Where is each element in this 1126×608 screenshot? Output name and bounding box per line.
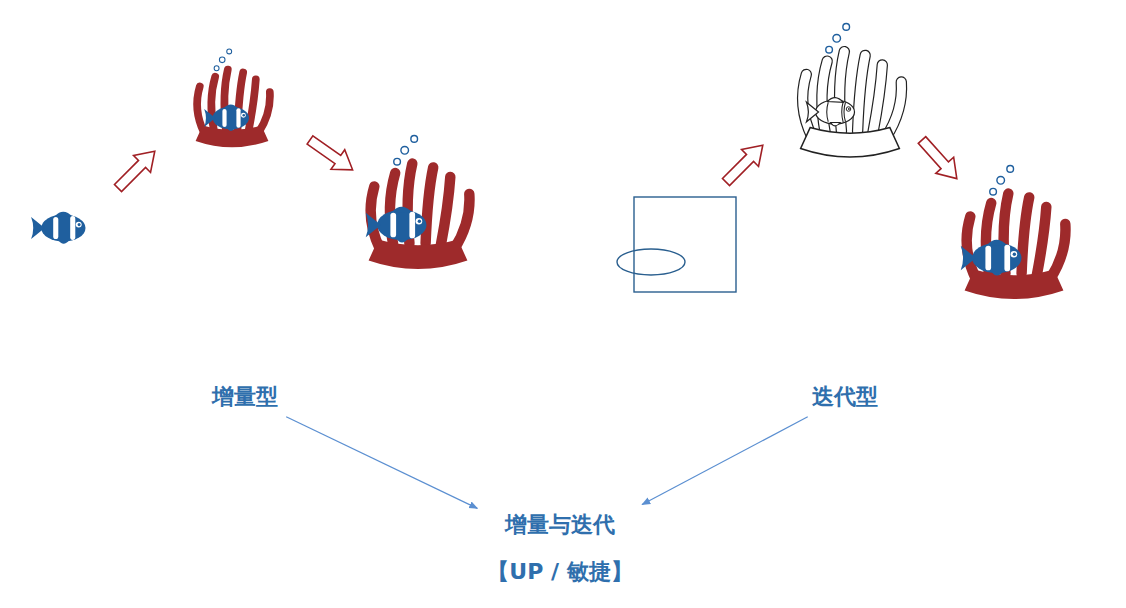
anemone-full bbox=[369, 136, 470, 269]
red-arrow bbox=[303, 130, 359, 179]
anemone-outline bbox=[801, 24, 902, 157]
node-label: 迭代型 bbox=[812, 383, 878, 411]
fish-full bbox=[961, 240, 1022, 276]
fish-small bbox=[204, 105, 249, 131]
fish-small bbox=[31, 212, 85, 244]
node-label: 增量与迭代 bbox=[487, 511, 632, 539]
fish-full bbox=[366, 207, 427, 243]
sketch-square bbox=[634, 197, 736, 292]
anemone-full bbox=[965, 166, 1066, 299]
fish-outline bbox=[807, 98, 855, 126]
connector-arrow bbox=[286, 417, 477, 509]
red-arrow bbox=[110, 143, 164, 197]
text-node: 迭代型 bbox=[804, 379, 886, 415]
red-arrow bbox=[718, 137, 772, 191]
connector-arrow bbox=[642, 417, 808, 505]
node-label: 增量型 bbox=[212, 383, 278, 411]
anemone-small bbox=[196, 49, 270, 147]
text-node: 增量型 bbox=[204, 379, 286, 415]
text-node: 增量与迭代【UP / 敏捷】 bbox=[479, 507, 640, 590]
node-label: 【UP / 敏捷】 bbox=[487, 558, 632, 586]
red-arrow bbox=[913, 132, 966, 187]
sketch-ellipse bbox=[617, 249, 685, 275]
